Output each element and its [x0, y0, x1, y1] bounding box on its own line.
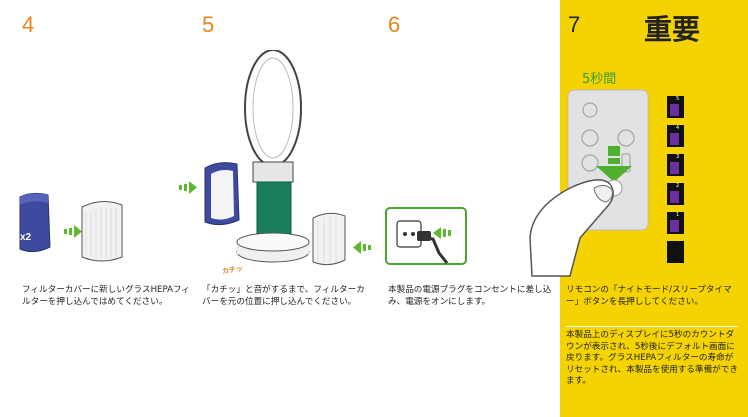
step-4-illustration — [19, 192, 123, 262]
hepa-filter-shape — [81, 201, 123, 262]
countdown-display-2: 2 — [667, 183, 684, 205]
arrow-icon — [64, 225, 82, 238]
panel-divider — [566, 326, 738, 327]
countdown-display-5: 5 — [667, 96, 684, 118]
step-6-number: 6 — [388, 12, 401, 37]
important-title: 重要 — [644, 13, 701, 46]
step-5-illustration — [179, 50, 371, 266]
arrow-icon — [433, 227, 451, 239]
multiplier-label: x2 — [20, 232, 32, 243]
press-arrow-icon — [596, 146, 632, 182]
countdown-number: 3 — [676, 154, 680, 160]
remote-illustration — [529, 89, 649, 277]
step-7-detail: 本製品上のディスプレイに5秒のカウントダウンが表示され、5秒後にデフォルト画面に… — [566, 330, 738, 386]
step-5-text: 「カチッ」と音がするまで、フィルターカバーを元の位置に押し込んでください。 — [202, 285, 365, 307]
countdown-display-1: 1 — [667, 212, 684, 234]
countdown-complete-display — [667, 241, 684, 263]
countdown-number: 1 — [676, 212, 680, 218]
countdown-displays: 5 4 3 2 1 — [667, 96, 685, 266]
countdown-number: 2 — [676, 183, 680, 189]
countdown-number: 4 — [676, 125, 680, 131]
step-4-text: フィルターカバーに新しいグラスHEPAフィルターを押し込んではめてください。 — [22, 285, 190, 307]
step-6-illustration — [385, 207, 467, 265]
arrow-icon — [353, 241, 371, 254]
countdown-display-3: 3 — [667, 154, 684, 176]
arrow-icon — [179, 181, 197, 194]
step-5-number: 5 — [202, 12, 215, 37]
power-button-icon — [582, 102, 598, 118]
seconds-label: 5秒間 — [582, 72, 617, 87]
countdown-number: 5 — [676, 96, 680, 102]
step-7-instruction: リモコンの「ナイトモード/スリープタイマー」ボタンを長押ししてください。 — [566, 285, 732, 307]
step-4-number: 4 — [22, 12, 35, 37]
countdown-display-4: 4 — [667, 125, 684, 147]
step-7-number: 7 — [568, 12, 581, 37]
step-6-text: 本製品の電源プラグをコンセントに差し込み、電源をオンにします。 — [388, 285, 552, 307]
finger-icon — [529, 179, 614, 277]
